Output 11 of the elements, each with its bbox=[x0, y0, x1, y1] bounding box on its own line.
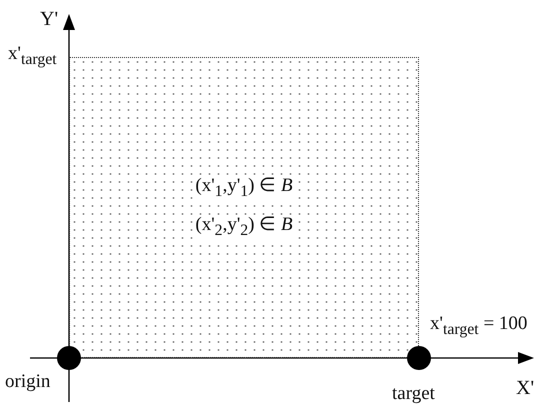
point-dot bbox=[407, 346, 431, 370]
axis-label: Y' bbox=[40, 8, 58, 30]
axis-label: X' bbox=[516, 377, 534, 399]
dotted-region bbox=[69, 57, 419, 358]
set-membership-text: (x'$_{2}$,y'$_{2}$) ∈ B bbox=[193, 214, 295, 239]
point-label: target bbox=[392, 384, 435, 405]
point-label: origin bbox=[5, 372, 50, 393]
point-dot bbox=[57, 346, 81, 370]
axis-label: x'$_{target}$ = 100 bbox=[430, 314, 528, 338]
set-membership-text: (x'$_{1}$,y'$_{1}$) ∈ B bbox=[193, 176, 295, 200]
axis-label: x'$_{target}$ bbox=[8, 44, 57, 68]
